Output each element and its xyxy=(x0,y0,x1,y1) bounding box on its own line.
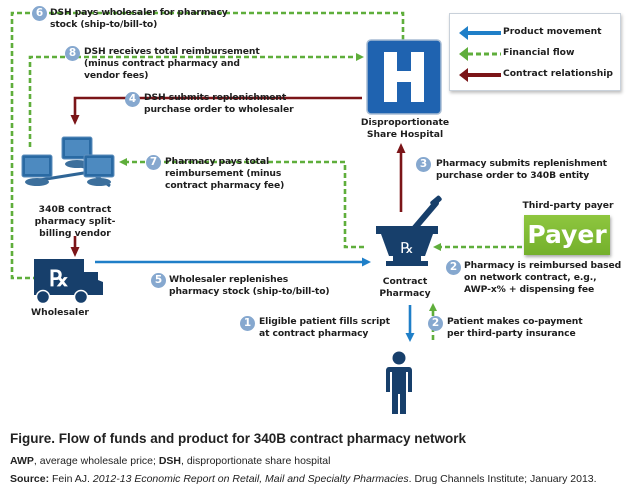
step-badge-3: 3 xyxy=(416,157,431,172)
legend-item-product: Product movement xyxy=(450,24,620,42)
flow-line-6 xyxy=(10,11,405,280)
svg-text:℞: ℞ xyxy=(400,239,413,257)
step-badge-7: 7 xyxy=(146,155,161,170)
patient-icon xyxy=(386,351,412,414)
legend: Product movement Financial flow Contract… xyxy=(449,13,621,91)
contract-line-4 xyxy=(70,96,362,125)
step-badge-8: 8 xyxy=(65,46,80,61)
step-badge-2-patient: 2 xyxy=(428,316,443,331)
step-badge-1: 1 xyxy=(240,316,255,331)
computer-network-icon xyxy=(21,136,115,188)
flow-line-8 xyxy=(28,53,364,147)
abbreviations: AWP, average wholesale price; DSH, dispr… xyxy=(10,455,331,467)
wholesaler-label: Wholesaler xyxy=(31,307,89,318)
flow-line-7 xyxy=(119,158,364,249)
blue-arrow-icon xyxy=(459,26,501,40)
legend-item-financial: Financial flow xyxy=(450,45,620,63)
step-8-text: DSH receives total reimbursement(minus c… xyxy=(84,46,260,81)
payer-title: Third-party payer xyxy=(522,200,614,211)
step-badge-2-payer: 2 xyxy=(446,260,461,275)
hospital-icon xyxy=(366,39,442,115)
step-badge-6: 6 xyxy=(32,6,47,21)
step-badge-5: 5 xyxy=(151,273,166,288)
red-arrow-icon xyxy=(459,68,501,82)
svg-text:℞: ℞ xyxy=(49,266,69,292)
figure-caption: Figure. Flow of funds and product for 34… xyxy=(10,431,467,446)
flow-diagram: ℞ ℞ Product movement Financial flow xyxy=(10,6,622,414)
step-badge-4: 4 xyxy=(125,92,140,107)
mortar-pestle-icon: ℞ xyxy=(376,195,442,266)
truck-icon: ℞ xyxy=(34,259,103,305)
diagram-lines: ℞ ℞ xyxy=(10,11,522,414)
legend-item-contract: Contract relationship xyxy=(450,66,620,84)
payer-box: Payer xyxy=(524,215,610,255)
source-citation: Source: Fein AJ. 2012-13 Economic Report… xyxy=(10,473,597,485)
green-dashed-arrow-icon xyxy=(459,47,501,61)
